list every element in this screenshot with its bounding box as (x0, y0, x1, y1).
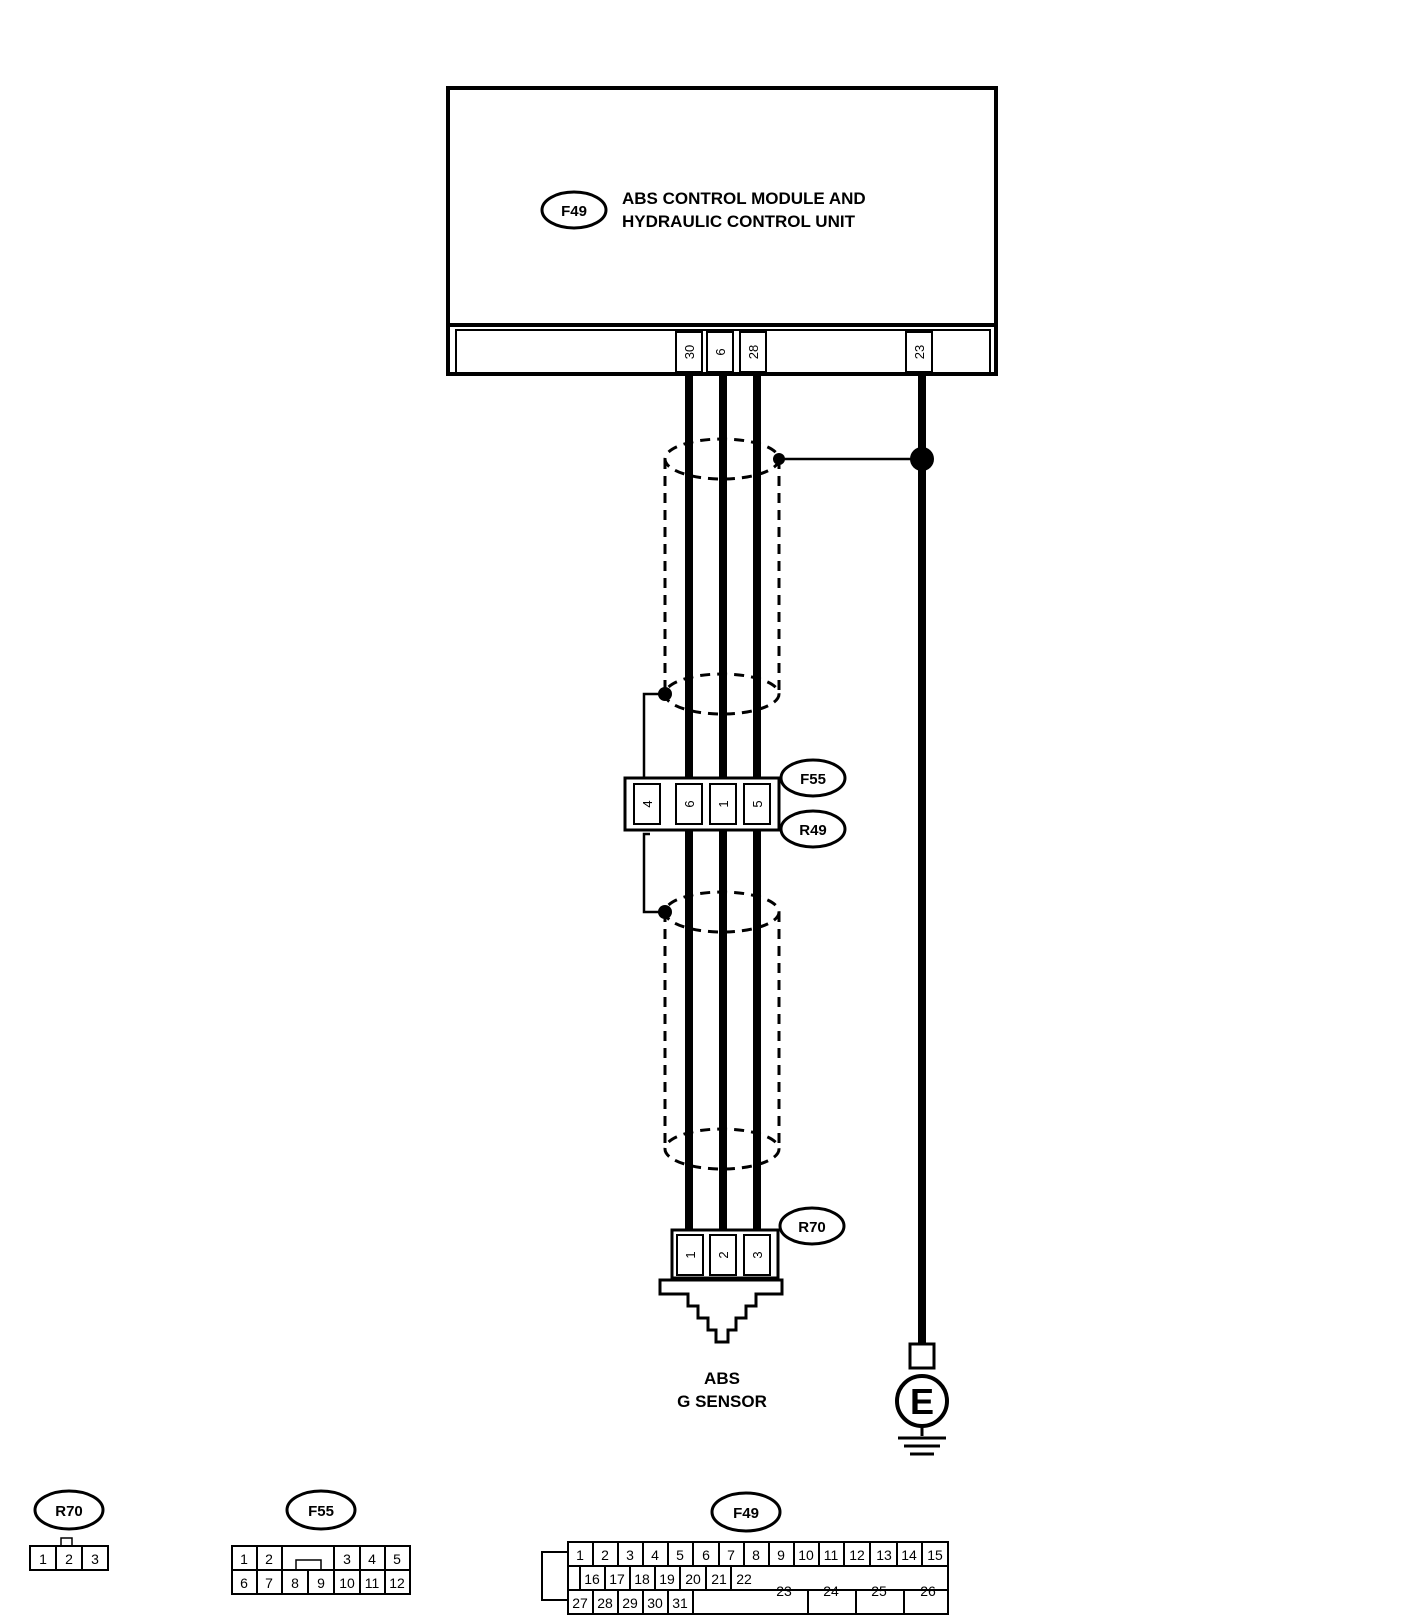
f49-view-label: F49 (733, 1505, 759, 1522)
module-title-line1: ABS CONTROL MODULE AND (622, 189, 866, 208)
sensor-pin-box (676, 1234, 704, 1276)
joint-pin-box (709, 783, 737, 825)
f55-view-pin: 7 (265, 1575, 273, 1591)
joint-connector: 4 6 1 5 F55 R49 (623, 758, 847, 849)
g-sensor: 1 2 3 R70 ABS G SENSOR (658, 1206, 846, 1411)
module-pin-box (706, 331, 734, 373)
f49-view-pin: 22 (736, 1571, 752, 1587)
r70-connector-tag (778, 1206, 846, 1246)
f49-view-pin: 14 (901, 1547, 917, 1563)
module-pin-label: 28 (746, 345, 761, 359)
f49-connector-tag (540, 190, 608, 230)
f49-tag-text: F49 (561, 203, 587, 220)
joint-pin-box (675, 783, 703, 825)
f55-tag-text: F55 (800, 771, 826, 788)
module-pin-label: 30 (682, 345, 697, 359)
module-pin-label: 6 (713, 348, 728, 355)
joint-pin-label: 6 (682, 800, 697, 807)
f55-view-pin: 2 (265, 1551, 273, 1567)
r70-view-pin: 1 (39, 1551, 47, 1567)
module-pin-box (675, 331, 703, 373)
f49-view-pin: 3 (626, 1547, 634, 1563)
f49-view-pin: 26 (920, 1583, 936, 1599)
f49-view-pin: 28 (597, 1595, 613, 1611)
f55-view-pin: 10 (339, 1575, 355, 1591)
sensor-name-line1: ABS (704, 1369, 740, 1388)
sensor-pin-box (709, 1234, 737, 1276)
f49-view-pin: 21 (711, 1571, 727, 1587)
f49-view-pin: 31 (672, 1595, 688, 1611)
ground-label: E (910, 1381, 934, 1422)
f49-view-pin: 17 (609, 1571, 625, 1587)
joint-pin-box (743, 783, 771, 825)
joint-pin-label: 4 (640, 800, 655, 807)
f55-view-label: F55 (308, 1503, 334, 1520)
f55-view-pin: 5 (393, 1551, 401, 1567)
f49-view-pin: 16 (584, 1571, 600, 1587)
f49-view-pin: 6 (702, 1547, 710, 1563)
sensor-name-line2: G SENSOR (677, 1392, 767, 1411)
f49-view-pin: 29 (622, 1595, 638, 1611)
sensor-pin-label: 3 (750, 1251, 765, 1258)
r70-connector-view: R70 1 2 3 (29, 1489, 109, 1571)
f49-view-pin: 25 (871, 1583, 887, 1599)
module-title-line2: HYDRAULIC CONTROL UNIT (622, 212, 856, 231)
f55-view-pin: 3 (343, 1551, 351, 1567)
r70-view-pin: 3 (91, 1551, 99, 1567)
f49-view-pin: 23 (776, 1583, 792, 1599)
sensor-pin-label: 2 (716, 1251, 731, 1258)
f49-view-pin: 11 (824, 1547, 839, 1563)
r70-tag-text: R70 (798, 1219, 826, 1236)
joint-pin-label: 5 (750, 800, 765, 807)
sensor-pin-box (743, 1234, 771, 1276)
sensor-pin-label: 1 (683, 1251, 698, 1258)
splice-points (658, 447, 934, 919)
f49-view-pin: 19 (659, 1571, 675, 1587)
f49-view-pin: 10 (798, 1547, 814, 1563)
f49-view-pin: 30 (647, 1595, 663, 1611)
f55-view-pin: 11 (365, 1575, 380, 1591)
r49-connector-tag (779, 809, 847, 849)
f49-connector-view: F49 1 2 3 4 5 6 7 8 9 10 11 12 13 14 15 … (541, 1491, 949, 1615)
f49-view-pin: 24 (823, 1583, 839, 1599)
f49-view-pin: 20 (685, 1571, 701, 1587)
f49-view-pin: 4 (651, 1547, 659, 1563)
abs-control-module: F49 ABS CONTROL MODULE AND HYDRAULIC CON… (446, 86, 998, 376)
f55-view-pin: 1 (240, 1551, 248, 1567)
f55-view-pin: 9 (317, 1575, 325, 1591)
f49-view-pin: 8 (752, 1547, 760, 1563)
f49-view-pin: 13 (876, 1547, 892, 1563)
ground-symbol: E (895, 1342, 949, 1456)
f55-view-pin: 4 (368, 1551, 376, 1567)
f49-view-pin: 12 (849, 1547, 865, 1563)
r70-view-pin: 2 (65, 1551, 73, 1567)
r49-tag-text: R49 (799, 822, 827, 839)
f49-view-pin: 7 (727, 1547, 735, 1563)
f55-view-pin: 6 (240, 1575, 248, 1591)
f55-view-pin: 8 (291, 1575, 299, 1591)
joint-pin-label: 1 (716, 800, 731, 807)
f49-view-pin: 18 (634, 1571, 650, 1587)
f49-view-pin: 5 (676, 1547, 684, 1563)
module-pin-box (739, 331, 767, 373)
f49-view-pin: 2 (601, 1547, 609, 1563)
sensor-body-icon (658, 1278, 784, 1344)
f49-view-pin: 27 (572, 1595, 588, 1611)
f49-view-pin: 1 (576, 1547, 584, 1563)
module-pin-label: 23 (912, 345, 927, 359)
module-pin-box (905, 331, 933, 373)
f55-connector-view: F55 1 2 3 4 5 6 7 8 9 10 11 12 (231, 1489, 411, 1595)
f55-view-pin: 12 (389, 1575, 405, 1591)
f49-view-pin: 9 (777, 1547, 785, 1563)
joint-pin-box (633, 783, 661, 825)
f49-view-pin: 15 (927, 1547, 943, 1563)
r70-view-label: R70 (55, 1503, 83, 1520)
f55-connector-tag (779, 758, 847, 798)
